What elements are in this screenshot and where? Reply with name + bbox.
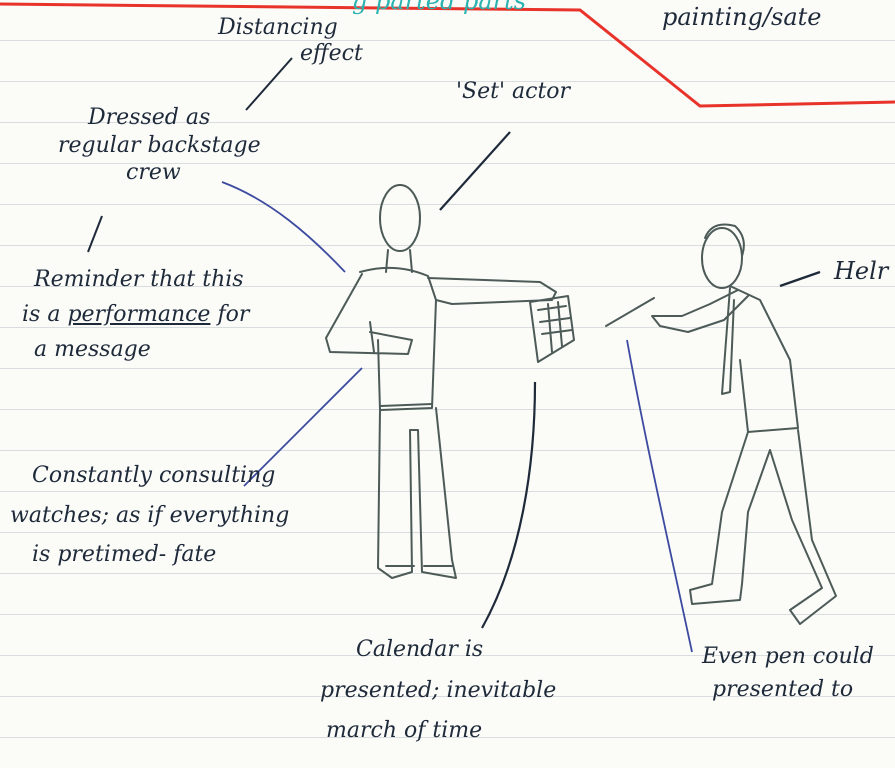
note-line: Even pen could bbox=[702, 640, 874, 673]
note-line: presented to bbox=[712, 673, 874, 706]
note-line: effect bbox=[300, 40, 363, 68]
pointer-reminder bbox=[88, 216, 102, 252]
note-line: Dressed as bbox=[88, 104, 261, 132]
dressed-as-crew-note: Dressed as regular backstage crew bbox=[78, 104, 261, 187]
note-line: a message bbox=[34, 332, 249, 367]
note-line: regular backstage bbox=[58, 132, 261, 160]
distancing-effect-note: Distancing effect bbox=[218, 14, 363, 67]
helr-label: Helr bbox=[834, 256, 888, 286]
calendar-note: Calendar is presented; inevitable march … bbox=[320, 630, 556, 752]
note-line: Constantly consulting bbox=[32, 456, 289, 496]
pointer-dressed bbox=[222, 182, 345, 272]
consulting-watches-note: Constantly consulting watches; as if eve… bbox=[10, 456, 289, 575]
note-line: is pretimed- fate bbox=[32, 535, 289, 575]
pointer-set-actor bbox=[440, 132, 510, 210]
note-line: march of time bbox=[326, 711, 556, 752]
note-line: Reminder that this bbox=[34, 262, 249, 297]
underlined-word: performance bbox=[67, 302, 210, 327]
set-actor-figure bbox=[326, 185, 574, 578]
note-line: Calendar is bbox=[356, 630, 556, 671]
pointer-calendar bbox=[482, 382, 535, 628]
helper-figure bbox=[606, 225, 836, 625]
note-line: watches; as if everything bbox=[10, 496, 289, 536]
even-pen-note: Even pen could presented to bbox=[702, 640, 874, 706]
note-line: is a performance for bbox=[22, 297, 249, 332]
note-line: presented; inevitable bbox=[320, 671, 556, 712]
top-fragment-text: g parted parts bbox=[352, 0, 526, 16]
pointer-helr bbox=[780, 272, 820, 286]
set-actor-label: 'Set' actor bbox=[456, 78, 570, 106]
note-line: Distancing bbox=[218, 14, 363, 42]
pointer-pen bbox=[627, 340, 692, 652]
top-right-note: painting/sate bbox=[662, 2, 822, 32]
reminder-performance-note: Reminder that this is a performance for … bbox=[22, 262, 249, 368]
note-line: crew bbox=[126, 159, 261, 187]
